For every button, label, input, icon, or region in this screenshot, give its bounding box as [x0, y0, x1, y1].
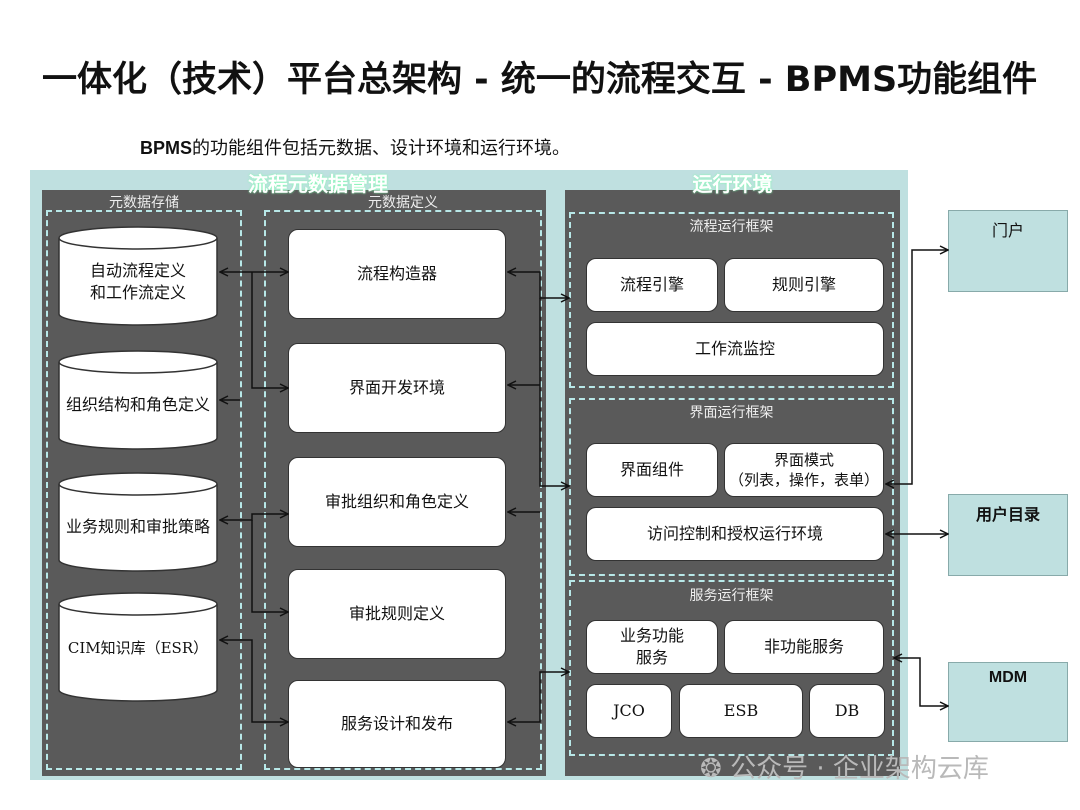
box-process-engine: 流程引擎 [586, 258, 718, 312]
ext-mdm: MDM [948, 662, 1068, 742]
ext-user-directory: 用户目录 [948, 494, 1068, 576]
db-cylinder-org-roles: 组织结构和角色定义 [58, 350, 218, 450]
db-cylinder-label: CIM知识库（ESR） [67, 639, 209, 657]
arrow-to-approval-rules [251, 520, 288, 612]
arrow-to-ui-dev [251, 272, 288, 388]
runtime-title: 运行环境 [692, 172, 773, 196]
subtitle-lead: BPMS [140, 138, 193, 158]
arrow-cim-service [220, 640, 288, 722]
service-runtime-label: 服务运行框架 [689, 588, 774, 604]
db-cylinder-label: 自动流程定义 和工作流定义 [89, 261, 186, 302]
arrow-portal [886, 250, 948, 484]
metadata-storage-label: 元数据存储 [109, 195, 179, 211]
cylinder-shape [58, 226, 218, 326]
box-workflow-monitor: 工作流监控 [586, 322, 884, 376]
wechat-icon: ❂ [700, 754, 722, 784]
watermark: ❂ 公众号 · 企业架构云库 [700, 748, 989, 785]
db-cylinder-business-rules: 业务规则和审批策略 [58, 472, 218, 572]
ui-runtime-label: 界面运行框架 [689, 405, 774, 421]
db-cylinder-label: 组织结构和角色定义 [65, 395, 210, 414]
arrow-mdm [894, 658, 948, 706]
metadata-definition-group [264, 210, 542, 770]
page-subtitle: BPMS的功能组件包括元数据、设计环境和运行环境。 [140, 134, 570, 160]
metadata-storage-group [46, 210, 242, 770]
box-service-design: 服务设计和发布 [288, 680, 506, 768]
cylinder-shape [58, 592, 218, 702]
watermark-text: 公众号 · 企业架构云库 [730, 754, 989, 784]
page-title: 一体化（技术）平台总架构 - 统一的流程交互 - BPMS功能组件 [42, 60, 1038, 100]
box-ui-dev-env: 界面开发环境 [288, 343, 506, 433]
box-ui-components: 界面组件 [586, 443, 718, 497]
db-cylinder-cim-knowledge: CIM知识库（ESR） [58, 592, 218, 702]
box-ui-patterns: 界面模式 （列表，操作，表单） [724, 443, 884, 497]
arrow-builder-runtime [508, 272, 569, 298]
box-esb: ESB [679, 684, 803, 738]
cylinder-shape [58, 472, 218, 572]
arrow-to-ui-runtime [539, 298, 569, 486]
process-runtime-label: 流程运行框架 [689, 219, 774, 235]
cylinder-shape [58, 350, 218, 450]
db-cylinder-process-definition: 自动流程定义 和工作流定义 [58, 226, 218, 326]
box-nonfunctional-services: 非功能服务 [724, 620, 884, 674]
metadata-management-title: 流程元数据管理 [248, 172, 388, 196]
arrow-rules-approval [220, 514, 288, 520]
box-business-services: 业务功能 服务 [586, 620, 718, 674]
box-access-control: 访问控制和授权运行环境 [586, 507, 884, 561]
box-process-builder: 流程构造器 [288, 229, 506, 319]
subtitle-text: 的功能组件包括元数据、设计环境和运行环境。 [192, 138, 571, 159]
arrow-service-runtime [508, 672, 569, 722]
box-rule-engine: 规则引擎 [724, 258, 884, 312]
box-approval-org-roles: 审批组织和角色定义 [288, 457, 506, 547]
db-cylinder-label: 业务规则和审批策略 [65, 517, 210, 536]
box-jco: JCO [586, 684, 672, 738]
metadata-definition-label: 元数据定义 [368, 195, 438, 211]
box-db: DB [809, 684, 885, 738]
